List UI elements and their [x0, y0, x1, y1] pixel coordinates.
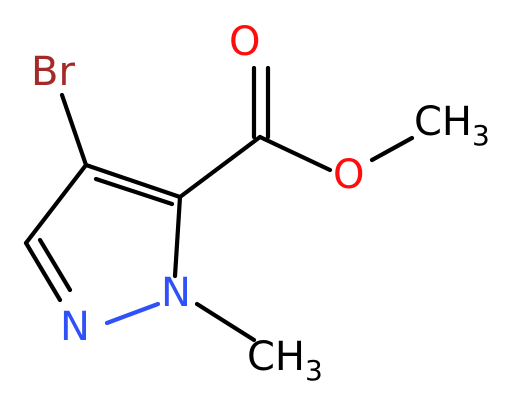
ester-oxygen-label: O — [333, 152, 364, 198]
bond-c5-ccarbonyl — [177, 134, 263, 200]
bond-oester-methyl — [369, 135, 415, 163]
bond-c4-c5-double — [93, 176, 175, 207]
bond-n1-methyl — [194, 301, 257, 343]
n-methyl-subscript: 3 — [305, 354, 323, 387]
atom-labels: Br O O CH3 N N CH3 — [31, 19, 490, 387]
ester-methyl-text: CH — [414, 99, 472, 145]
bond-c4-c5 — [83, 162, 183, 200]
ring-nitrogen-1-label: N — [161, 270, 191, 316]
bond-c3-n2 — [23, 240, 63, 303]
bond-c-oester — [257, 134, 333, 173]
n-methyl-text: CH — [247, 334, 305, 380]
bonds — [23, 65, 415, 343]
ring-nitrogen-2-label: N — [60, 304, 90, 350]
bond-n1-c5 — [172, 194, 183, 279]
bond-n2-n1 — [104, 301, 161, 326]
bond-br-c4 — [59, 92, 89, 168]
ester-methyl-label: CH3 — [414, 99, 490, 152]
bond-c3-n2-double — [37, 237, 73, 293]
carbonyl-oxygen-label: O — [229, 19, 260, 65]
ester-methyl-subscript: 3 — [472, 119, 490, 152]
n-methyl-label: CH3 — [247, 334, 323, 387]
bond-c4-c3 — [23, 162, 89, 246]
bromine-label: Br — [31, 49, 75, 95]
